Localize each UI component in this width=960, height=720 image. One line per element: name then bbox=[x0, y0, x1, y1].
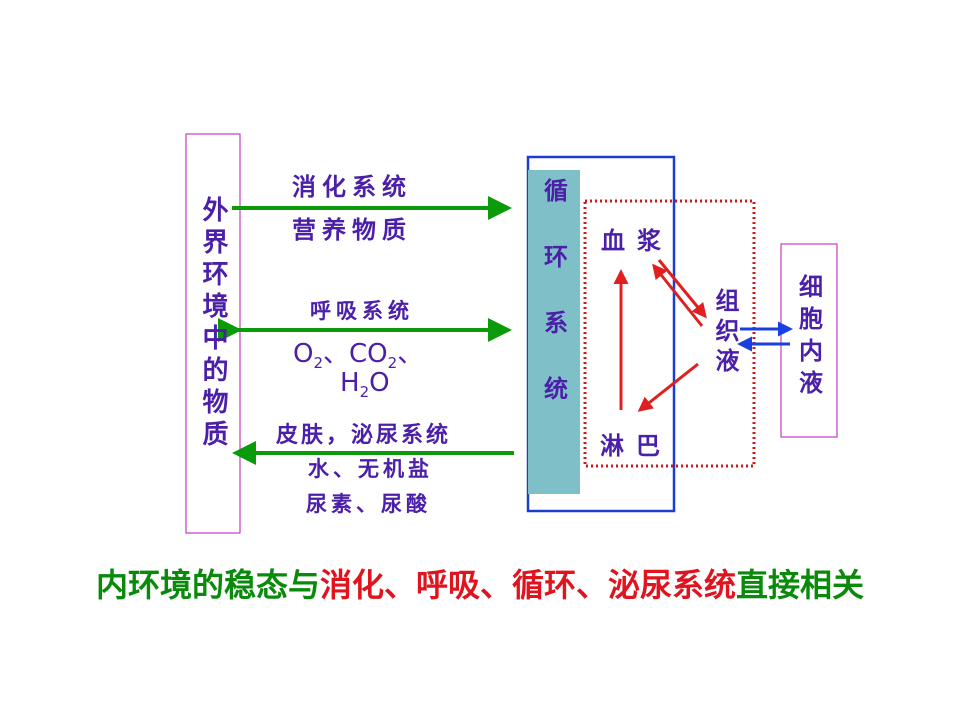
caption-part-3: 直接相关 bbox=[736, 566, 865, 604]
water-formula: H2O bbox=[340, 368, 390, 401]
caption-part-2: 消化、呼吸、循环、泌尿系统 bbox=[319, 566, 736, 604]
salts-label: 水、无机盐 bbox=[308, 457, 433, 481]
caption: 内环境的稳态与消化、呼吸、循环、泌尿系统直接相关 bbox=[0, 560, 960, 606]
nutrient-label: 营养物质 bbox=[292, 216, 412, 244]
respiratory-system-label: 呼吸系统 bbox=[310, 299, 414, 323]
outside-label: 外界环境中的物质 bbox=[186, 196, 240, 452]
co2-sub: 2 bbox=[387, 354, 398, 373]
cell-label: 细胞内液 bbox=[781, 274, 837, 408]
circulation-bar bbox=[528, 170, 580, 494]
plasma-label: 血浆 bbox=[601, 227, 673, 255]
digestive-system-label: 消化系统 bbox=[292, 173, 412, 201]
h-text: H bbox=[340, 368, 360, 398]
cell-label-text: 细胞内液 bbox=[794, 274, 823, 402]
urea-label: 尿素、尿酸 bbox=[306, 492, 431, 516]
caption-part-1: 内环境的稳态与 bbox=[95, 566, 320, 604]
circulation-label: 循环系统 bbox=[528, 178, 580, 448]
tissue-fluid-text: 组织液 bbox=[711, 288, 739, 378]
gas-formula: O2、CO2、 bbox=[293, 333, 423, 372]
tissue-to-lymph-arrow bbox=[637, 362, 699, 412]
lymph-label: 淋巴 bbox=[600, 432, 672, 460]
co2-text: 、CO bbox=[323, 339, 388, 369]
cell-box bbox=[780, 243, 838, 438]
circulation-label-text: 循环系统 bbox=[539, 178, 568, 442]
h-sub: 2 bbox=[359, 383, 370, 402]
tissue-to-plasma-arrow bbox=[652, 263, 704, 327]
comma-text: 、 bbox=[397, 339, 424, 369]
excretory-system-label: 皮肤，泌尿系统 bbox=[276, 423, 452, 448]
outside-label-text: 外界环境中的物质 bbox=[198, 196, 228, 452]
o2-text: O bbox=[293, 339, 314, 369]
fluid-box bbox=[583, 199, 756, 468]
tissue-fluid-label: 组织液 bbox=[708, 288, 742, 384]
o2-sub: 2 bbox=[313, 354, 324, 373]
o-text: O bbox=[369, 368, 390, 398]
plasma-to-tissue-arrow bbox=[657, 259, 707, 319]
